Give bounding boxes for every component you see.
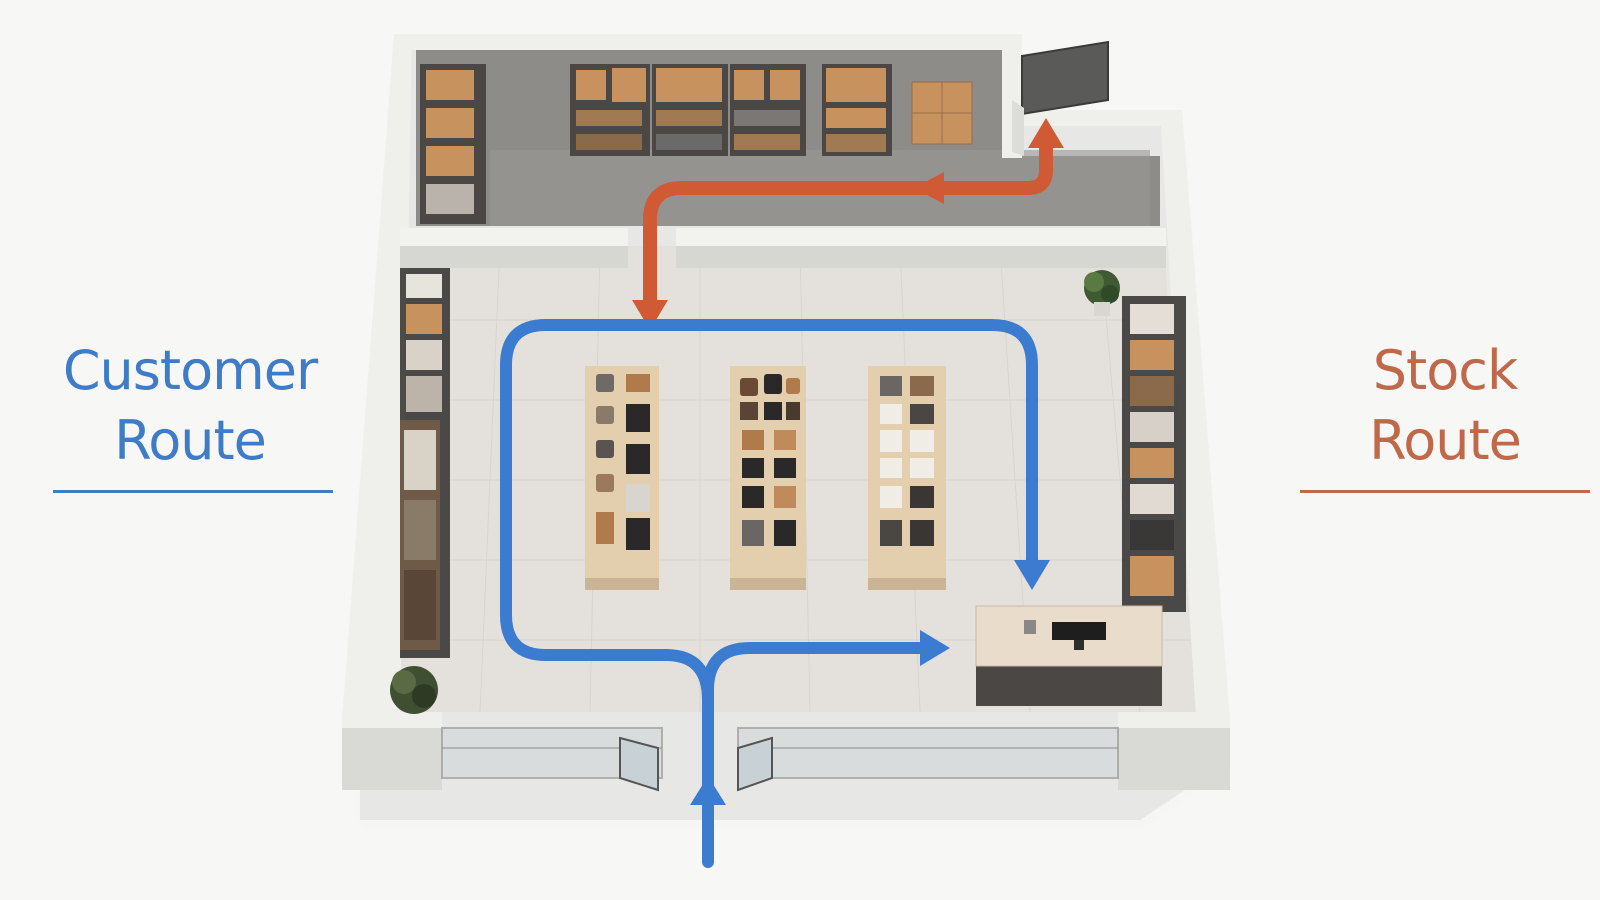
storefront-glass	[441, 727, 1119, 779]
checkout-counter[interactable]	[975, 605, 1163, 706]
customer-route-arrowhead-entry	[690, 776, 726, 805]
display-table	[730, 366, 806, 590]
clothing-rack-icon	[400, 268, 450, 658]
box-icon	[911, 81, 973, 145]
bag-icon	[740, 374, 800, 546]
stock-route-legend-line2: Route	[1369, 409, 1522, 472]
plant-icon	[390, 666, 438, 714]
customer-route-legend: Customer Route	[40, 344, 340, 468]
customer-route-arrowhead-down	[1014, 560, 1050, 590]
plant-icon	[1084, 270, 1120, 316]
shelf-unit	[420, 64, 486, 224]
monitor-icon	[1052, 622, 1106, 650]
shelf-unit	[570, 64, 650, 156]
stockroom-shelves	[420, 64, 973, 224]
entrance-door-icon[interactable]	[619, 736, 773, 792]
stockroom-door-icon[interactable]	[1012, 40, 1109, 156]
stock-route-legend-line1: Stock	[1372, 339, 1518, 402]
customer-route-loop	[500, 319, 1038, 868]
customer-route-legend-rule	[53, 490, 333, 493]
stock-route-arrowhead-down	[632, 300, 668, 330]
customer-route-legend-line2: Route	[114, 409, 267, 472]
customer-route-to-counter	[702, 642, 928, 776]
display-table	[585, 366, 659, 590]
bag-icon	[596, 374, 650, 550]
stock-route-arrowhead-left	[914, 172, 944, 204]
clothing-rack-icon	[1122, 296, 1186, 612]
stock-route-legend: Stock Route	[1290, 344, 1600, 468]
display-table	[868, 366, 946, 590]
shelf-unit	[822, 64, 892, 156]
customer-route-arrowhead-counter	[920, 630, 950, 666]
customer-route	[500, 319, 1050, 868]
shelf-unit	[730, 64, 806, 156]
walls	[342, 34, 1230, 790]
customer-route-legend-line1: Customer	[62, 339, 318, 402]
stock-route-arrowhead-up	[1028, 118, 1064, 148]
stock-route	[632, 118, 1064, 330]
bag-icon	[880, 376, 934, 546]
stock-route-legend-rule	[1300, 490, 1590, 493]
shelf-unit	[652, 64, 728, 156]
stock-route-path	[643, 143, 1053, 309]
